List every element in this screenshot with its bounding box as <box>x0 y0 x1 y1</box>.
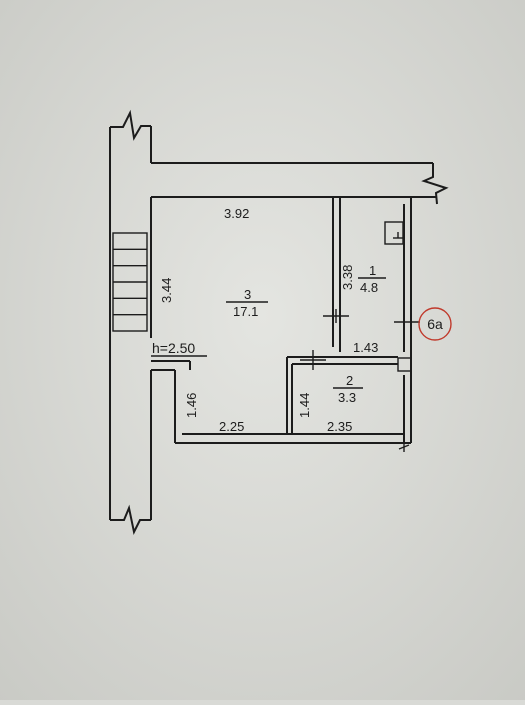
room-2-label: 2 3.3 <box>333 373 363 405</box>
dim-top-width: 3.92 <box>224 206 249 221</box>
stamp-label: 6a <box>427 316 443 332</box>
dim-bottom-right-width: 2.35 <box>327 419 352 434</box>
fixture-icon <box>384 221 404 245</box>
room-2-area: 3.3 <box>338 390 356 405</box>
room-1-label: 1 4.8 <box>358 263 386 295</box>
dim-room2-height: 1.44 <box>297 393 312 418</box>
dim-room1-height: 3.38 <box>340 265 355 290</box>
room-1-area: 4.8 <box>360 280 378 295</box>
apartment-walls <box>151 197 412 452</box>
corridor-walls <box>109 109 152 536</box>
dim-room2-width: 1.43 <box>353 340 378 355</box>
dim-lower-left-height: 1.46 <box>184 393 199 418</box>
door-marks <box>300 309 420 370</box>
room-3-number: 3 <box>244 287 251 302</box>
room-2-number: 2 <box>346 373 353 388</box>
stair <box>112 232 148 332</box>
room-3-area: 17.1 <box>233 304 258 319</box>
dimensions: 3.92 3.44 3.38 1.43 1.46 2.25 1.44 2.35 <box>159 206 378 434</box>
room-1-number: 1 <box>369 263 376 278</box>
height-label: h=2.50 <box>152 340 195 356</box>
room-3-label: 3 17.1 <box>226 287 268 319</box>
dim-left-height: 3.44 <box>159 278 174 303</box>
top-corridor-wall <box>151 162 449 205</box>
apartment-stamp: 6a <box>418 307 452 341</box>
dim-bottom-left-width: 2.25 <box>219 419 244 434</box>
